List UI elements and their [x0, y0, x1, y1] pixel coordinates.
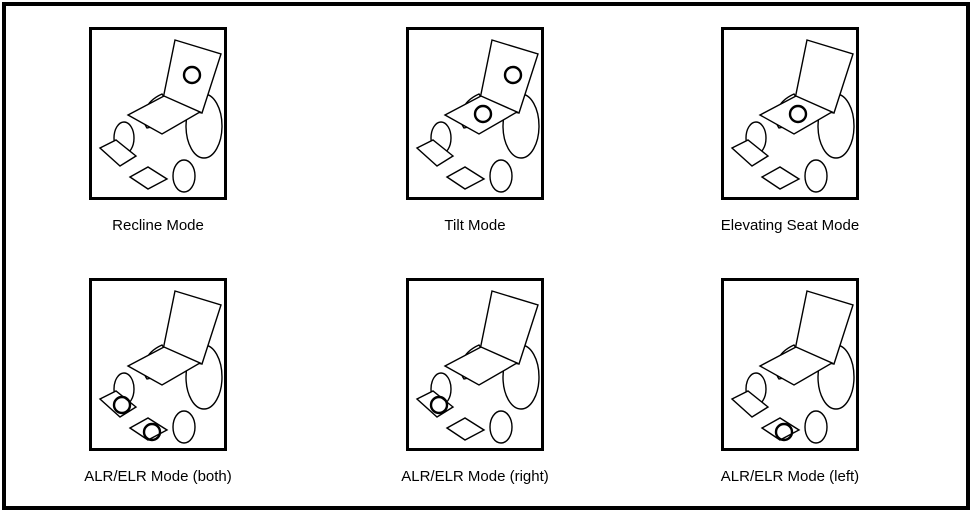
backrest [161, 290, 222, 365]
wheelchair-drawing [98, 39, 223, 193]
mode-indicator-circle [473, 104, 493, 124]
wheelchair-drawing [730, 290, 855, 444]
left-footplate [760, 417, 801, 441]
mode-label-recline: Recline Mode [112, 217, 204, 234]
left-footplate [128, 417, 169, 441]
backrest [478, 39, 539, 114]
backrest [793, 290, 854, 365]
mode-label-elevating-seat: Elevating Seat Mode [720, 217, 860, 234]
wheelchair-alr-elr-both-icon [89, 278, 227, 451]
left-footplate [128, 166, 169, 190]
mode-label-alr-elr-left: ALR/ELR Mode (left) [720, 468, 860, 485]
front-caster [489, 410, 513, 444]
wheelchair-elevating-seat-icon [721, 27, 859, 200]
seat [443, 95, 519, 135]
wheelchair-alr-elr-right-icon [406, 278, 544, 451]
seat [758, 346, 834, 386]
wheelchair-recline-icon [89, 27, 227, 200]
mode-label-alr-elr-right: ALR/ELR Mode (right) [401, 468, 549, 485]
mode-indicator-circle [503, 65, 523, 85]
mode-indicator-circle [788, 104, 808, 124]
right-footplate [98, 139, 138, 167]
mode-indicator-circle [774, 422, 794, 442]
mode-indicator-circle [429, 395, 449, 415]
mode-label-tilt: Tilt Mode [444, 217, 506, 234]
right-footplate [730, 390, 770, 418]
wheelchair-alr-elr-left-icon [721, 278, 859, 451]
seat [126, 346, 202, 386]
backrest [478, 290, 539, 365]
wheelchair-drawing [415, 39, 540, 193]
front-caster [172, 410, 196, 444]
mode-indicator-circle [112, 395, 132, 415]
left-footplate [445, 166, 486, 190]
front-caster [804, 159, 828, 193]
mode-indicator-circle [142, 422, 162, 442]
front-caster [172, 159, 196, 193]
front-caster [804, 410, 828, 444]
right-footplate [415, 139, 455, 167]
left-footplate [760, 166, 801, 190]
seat [126, 95, 202, 135]
front-caster [489, 159, 513, 193]
wheelchair-drawing [730, 39, 855, 193]
right-footplate [730, 139, 770, 167]
left-footplate [445, 417, 486, 441]
mode-label-alr-elr-both: ALR/ELR Mode (both) [84, 468, 232, 485]
wheelchair-drawing [98, 290, 223, 444]
backrest [161, 39, 222, 114]
backrest [793, 39, 854, 114]
seat [443, 346, 519, 386]
seat [758, 95, 834, 135]
wheelchair-drawing [415, 290, 540, 444]
wheelchair-tilt-icon [406, 27, 544, 200]
mode-indicator-circle [182, 65, 202, 85]
